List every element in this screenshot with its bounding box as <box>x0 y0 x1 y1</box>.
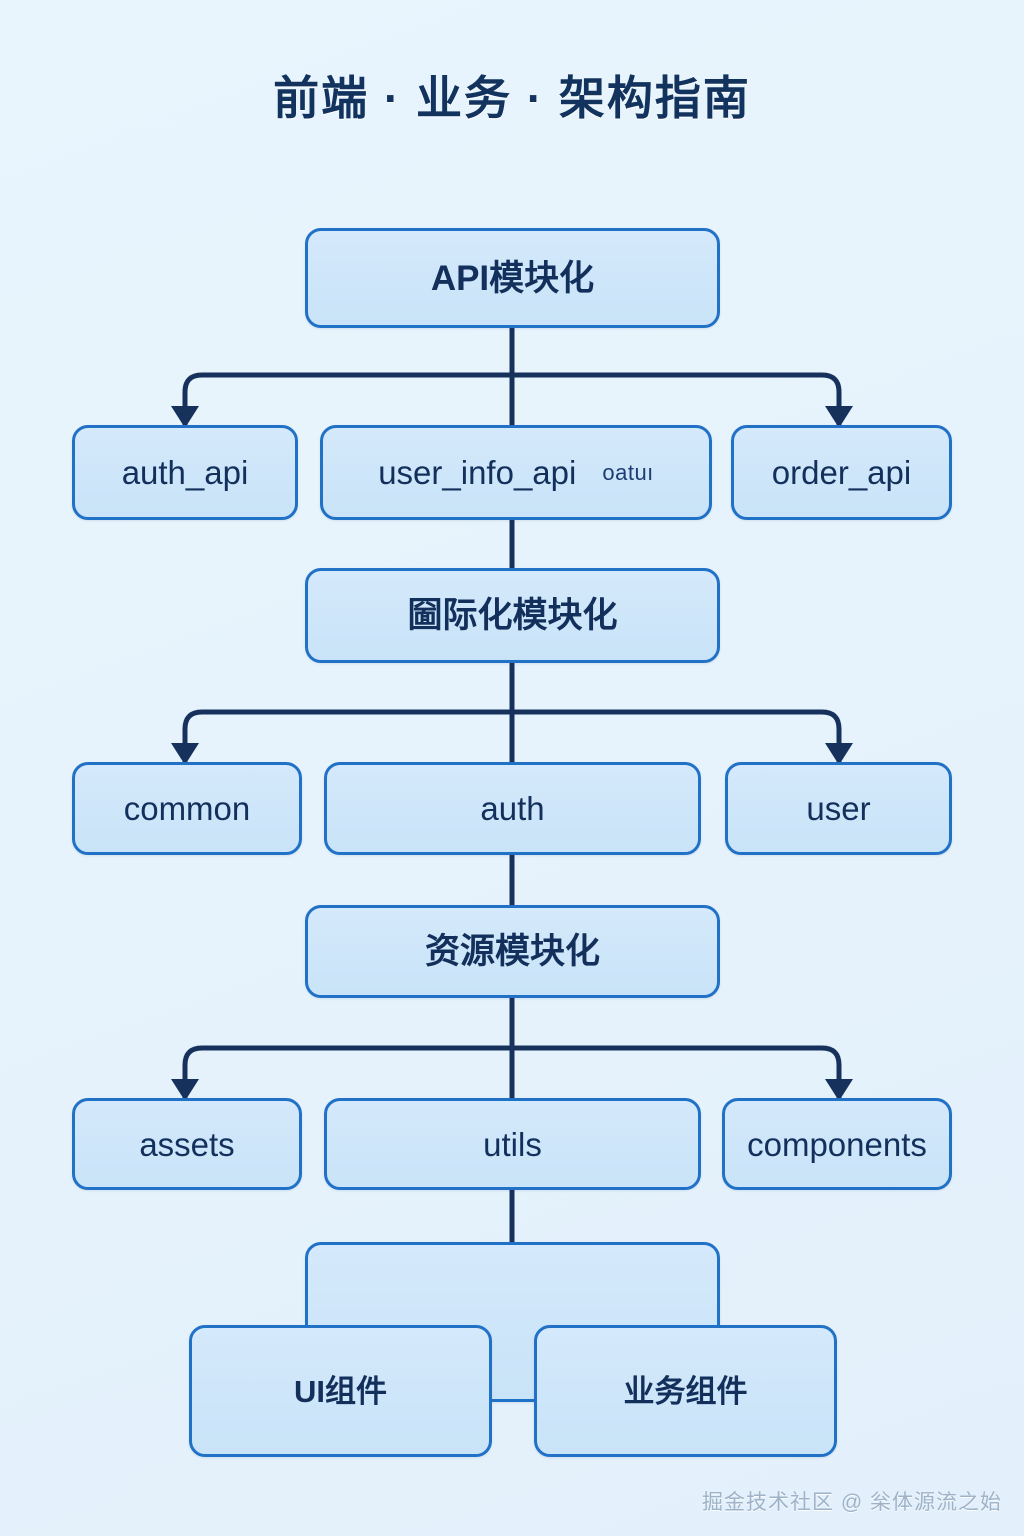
node-resource-root[interactable]: 资源模块化 <box>305 905 720 998</box>
node-label: components <box>747 1125 927 1163</box>
node-auth-api[interactable]: auth_api <box>72 425 298 520</box>
node-label: 圙际化模块化 <box>407 596 618 635</box>
node-user-info-api[interactable]: user_info_api oatuı <box>320 425 712 520</box>
page-title: 前端 · 业务 · 架构指南 <box>273 72 751 124</box>
node-auth[interactable]: auth <box>324 762 701 855</box>
node-utils[interactable]: utils <box>324 1098 701 1190</box>
node-label: 资源模块化 <box>424 932 600 971</box>
node-label: UI组件 <box>294 1373 387 1409</box>
node-label: API模块化 <box>430 258 595 298</box>
node-label: user <box>806 790 871 827</box>
node-api-root[interactable]: API模块化 <box>305 228 720 328</box>
node-order-api[interactable]: order_api <box>731 425 952 520</box>
node-biz-components[interactable]: 业务组件 <box>534 1325 837 1457</box>
node-label: user_info_api <box>378 454 577 491</box>
node-label: order_api <box>771 454 912 491</box>
watermark: 掘金技术社区 @ 枀体源流之始 <box>702 1491 1002 1514</box>
node-sublabel: oatuı <box>602 459 654 485</box>
edge-resource-bus <box>182 1045 842 1098</box>
node-label: 业务组件 <box>623 1373 748 1409</box>
node-label: common <box>123 790 251 827</box>
node-assets[interactable]: assets <box>72 1098 302 1190</box>
node-i18n-root[interactable]: 圙际化模块化 <box>305 568 720 663</box>
node-user[interactable]: user <box>725 762 952 855</box>
node-label: utils <box>483 1125 542 1163</box>
node-ui-components[interactable]: UI组件 <box>189 1325 492 1457</box>
node-label: auth_api <box>121 454 249 491</box>
node-label: auth <box>480 790 545 827</box>
edge-api-bus <box>182 372 842 425</box>
node-components[interactable]: components <box>722 1098 952 1190</box>
edge-i18n-bus <box>182 709 842 762</box>
node-label: assets <box>139 1125 235 1163</box>
node-common[interactable]: common <box>72 762 302 855</box>
